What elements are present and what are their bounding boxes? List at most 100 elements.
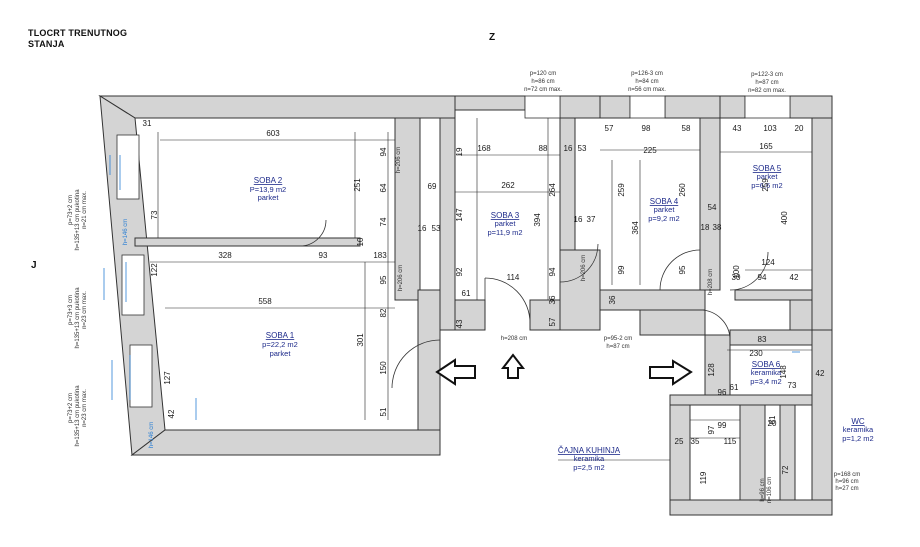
arrow-up-icon [500,353,526,379]
dim-label: 16 [574,215,583,224]
dim-label: 262 [501,181,515,190]
dim-label: 124 [761,258,775,267]
window-note: n=21 cm max. [82,191,88,229]
room-soba3: SOBA 3 parket p=11,9 m2 [487,211,522,237]
door-swings [299,219,769,389]
room-soba5-name: SOBA 5 [753,164,782,173]
door-note: h=206 cm [396,147,402,174]
door-note: h=146 cm [149,422,155,449]
dim-label: 74 [379,217,388,226]
room-soba1: SOBA 1 p=22,2 m2 parket [262,331,298,358]
dim-label: 259 [761,178,770,192]
window-note: p=73+2 cm [68,393,74,423]
blue-marks [103,155,800,420]
room-wc: WC keramika p=1,2 m2 [842,417,874,443]
window-note: n=56 cm max. [628,87,666,93]
dim-label: 103 [763,124,777,133]
dim-label: 147 [455,208,464,222]
dim-label: 43 [733,124,742,133]
door-note: h=96 cm [835,479,858,485]
dim-label: 400 [780,211,789,225]
dim-label: 53 [578,144,587,153]
room-soba4-floor: parket [654,205,676,214]
dim-label: 36 [548,295,557,304]
dim-label: 73 [150,210,159,219]
dim-label: 88 [539,144,548,153]
window-note: h=86 cm [531,79,554,85]
dim-label: 51 [379,407,388,416]
dim-label: 127 [163,371,172,385]
dim-label: 57 [548,317,557,326]
dim-label: 20 [768,419,777,428]
door-note: h=208 cm [501,336,528,342]
dim-label: 328 [218,251,232,260]
dim-label: 64 [379,183,388,192]
dim-label: 61 [730,383,739,392]
dimension-labels: 603 328 93 558 31 73 251 94 64 74 10 122… [143,119,825,484]
dim-label: 31 [143,119,152,128]
dim-label: 122 [150,263,159,277]
window-note: h=135+13 cm pukotina [75,385,81,447]
door-note: n=106 cm [767,477,773,504]
dimension-lines [150,118,812,461]
room-soba1-name: SOBA 1 [266,331,295,340]
room-soba1-floor: parket [270,349,292,358]
dim-label: 259 [617,183,626,197]
dim-label: 115 [724,437,737,446]
compass-north: Z [489,32,496,43]
room-soba3-floor: parket [495,219,517,228]
window-note: n=23 cm max. [82,389,88,427]
dim-label: 96 [718,388,727,397]
window-note: p=73+2 cm [68,195,74,225]
dim-label: 99 [617,265,626,274]
dim-label: 364 [631,221,640,235]
room-soba4-area: p=9,2 m2 [648,214,679,223]
plan-title: TLOCRT TRENUTNOG STANJA [28,28,127,50]
dim-label: 264 [548,183,557,197]
room-cajna-name: ČAJNA KUHINJA [558,446,621,455]
dim-label: 58 [682,124,691,133]
dim-label: 30 [732,273,741,282]
room-soba1-area: p=22,2 m2 [262,340,298,349]
dim-label: 225 [643,146,657,155]
dim-label: 251 [353,178,362,192]
room-wc-area: p=1,2 m2 [842,434,873,443]
room-soba6: SOBA 6 keramika p=3,4 m2 [750,360,782,386]
room-soba2: SOBA 2 P=13,9 m2 parket [250,176,286,202]
room-soba2-name: SOBA 2 [254,176,283,185]
dim-label: 25 [675,437,684,446]
dim-label: 114 [507,273,520,282]
door-note: h=27 cm [835,486,858,492]
dim-label: 72 [781,465,790,474]
room-soba3-area: p=11,9 m2 [487,228,522,237]
window-note: h=87 cm [755,80,778,86]
dim-label: 69 [428,182,437,191]
dim-label: 19 [455,147,464,156]
dim-label: 98 [642,124,651,133]
dim-label: 603 [266,129,280,138]
dim-label: 73 [788,381,797,390]
compass-west: J [31,260,37,271]
dim-label: 54 [708,203,717,212]
dim-label: 394 [533,213,542,227]
dim-label: 18 [701,223,710,232]
dim-label: 36 [608,295,617,304]
dim-label: 38 [713,223,722,232]
room-cajna-floor: keramika [574,454,605,463]
dim-label: 100 [732,265,741,279]
dim-label: 94 [548,267,557,276]
window-note: n=82 cm max. [748,88,786,94]
dim-label: 95 [379,275,388,284]
window-note: h=135+13 cm pukotina [75,287,81,349]
window-note: p=122-3 cm [751,72,783,78]
window-note: p=120 cm [530,71,557,77]
door-note: h=87 cm [606,344,629,350]
walls [98,95,833,516]
room-soba6-floor: keramika [751,368,782,377]
window-note: p=126-3 cm [631,71,663,77]
dim-label: 119 [699,471,708,484]
room-cajna: ČAJNA KUHINJA keramika p=2,5 m2 [558,446,621,472]
dim-label: 43 [455,319,464,328]
dim-label: 42 [790,273,799,282]
